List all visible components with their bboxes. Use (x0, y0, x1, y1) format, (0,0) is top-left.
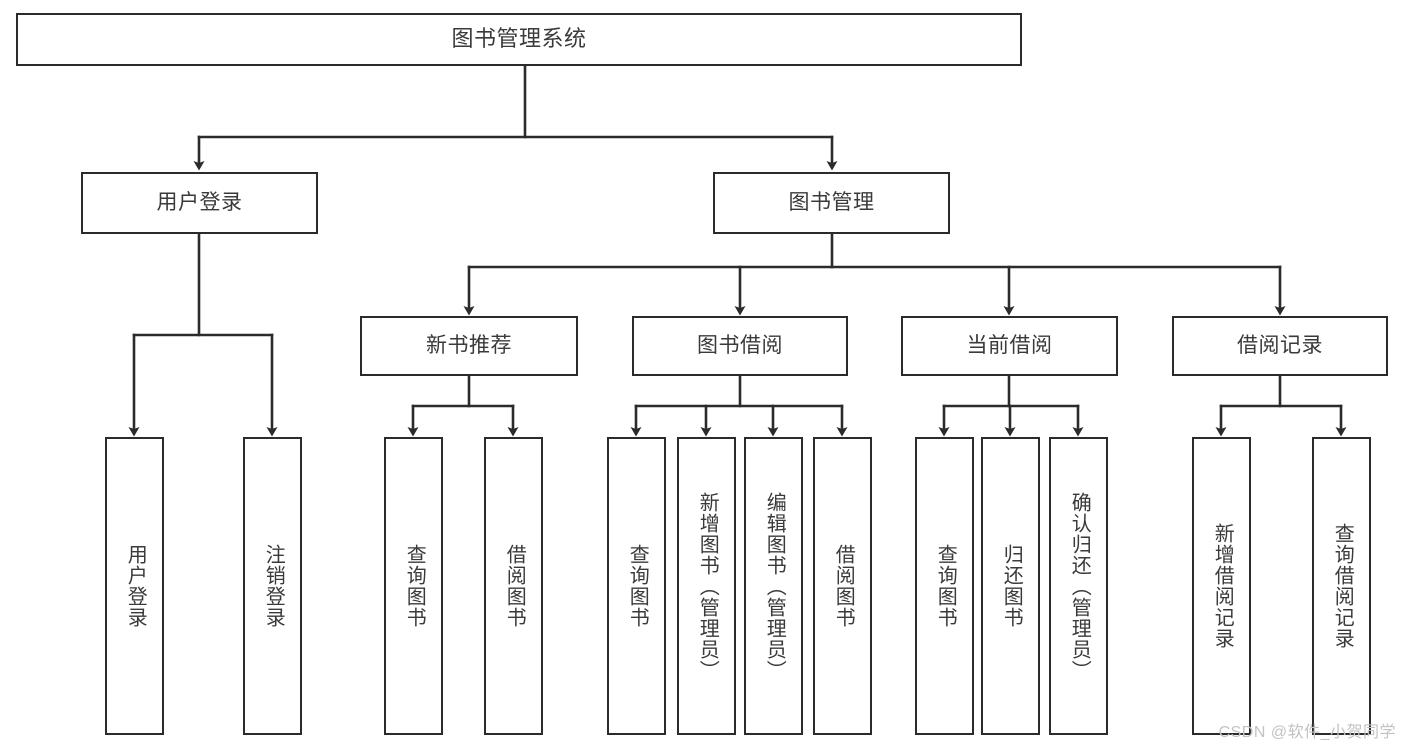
node-leaf-logout-label: 注销登录 (262, 544, 285, 628)
node-leaf-query-book-2[interactable]: 查询图书 (607, 437, 666, 735)
node-leaf-query-book-3[interactable]: 查询图书 (915, 437, 974, 735)
node-leaf-borrow-book-2-label: 借阅图书 (832, 544, 855, 628)
node-book-manage[interactable]: 图书管理 (713, 172, 950, 234)
node-user-login[interactable]: 用户登录 (81, 172, 318, 234)
node-leaf-borrow-book-1-label: 借阅图书 (503, 544, 526, 628)
node-current-borrow[interactable]: 当前借阅 (901, 316, 1118, 376)
node-leaf-user-login-label: 用户登录 (124, 544, 147, 628)
node-user-login-label: 用户登录 (156, 191, 243, 215)
node-book-manage-label: 图书管理 (788, 191, 875, 215)
node-root-system[interactable]: 图书管理系统 (16, 13, 1022, 66)
node-leaf-query-book-2-label: 查询图书 (626, 544, 649, 628)
node-leaf-query-record-label: 查询借阅记录 (1331, 523, 1354, 649)
node-leaf-borrow-book-1[interactable]: 借阅图书 (484, 437, 543, 735)
node-leaf-borrow-book-2[interactable]: 借阅图书 (813, 437, 872, 735)
node-leaf-confirm-return-label: 确认归还（管理员） (1068, 491, 1091, 681)
node-leaf-add-record-label: 新增借阅记录 (1211, 523, 1234, 649)
node-leaf-logout[interactable]: 注销登录 (243, 437, 302, 735)
node-new-book-recommend-label: 新书推荐 (426, 334, 512, 358)
node-leaf-edit-book-label: 编辑图书（管理员） (763, 491, 786, 681)
node-borrow-record-label: 借阅记录 (1237, 334, 1323, 358)
node-borrow-record[interactable]: 借阅记录 (1172, 316, 1388, 376)
node-root-system-label: 图书管理系统 (451, 26, 587, 52)
node-current-borrow-label: 当前借阅 (966, 334, 1053, 358)
csdn-watermark: CSDN @软件_小贺同学 (1218, 724, 1396, 741)
node-leaf-return-book-label: 归还图书 (1000, 544, 1023, 628)
node-leaf-edit-book[interactable]: 编辑图书（管理员） (744, 437, 803, 735)
node-leaf-query-book-1-label: 查询图书 (403, 544, 426, 628)
node-leaf-add-record[interactable]: 新增借阅记录 (1192, 437, 1251, 735)
node-leaf-query-book-1[interactable]: 查询图书 (384, 437, 443, 735)
node-book-borrow-label: 图书借阅 (697, 334, 783, 358)
node-leaf-user-login[interactable]: 用户登录 (105, 437, 164, 735)
node-new-book-recommend[interactable]: 新书推荐 (360, 316, 578, 376)
node-leaf-query-record[interactable]: 查询借阅记录 (1312, 437, 1371, 735)
node-leaf-confirm-return[interactable]: 确认归还（管理员） (1049, 437, 1108, 735)
node-leaf-add-book-label: 新增图书（管理员） (696, 491, 719, 681)
node-leaf-query-book-3-label: 查询图书 (934, 544, 957, 628)
node-leaf-add-book[interactable]: 新增图书（管理员） (677, 437, 736, 735)
node-book-borrow[interactable]: 图书借阅 (632, 316, 848, 376)
node-leaf-return-book[interactable]: 归还图书 (981, 437, 1040, 735)
